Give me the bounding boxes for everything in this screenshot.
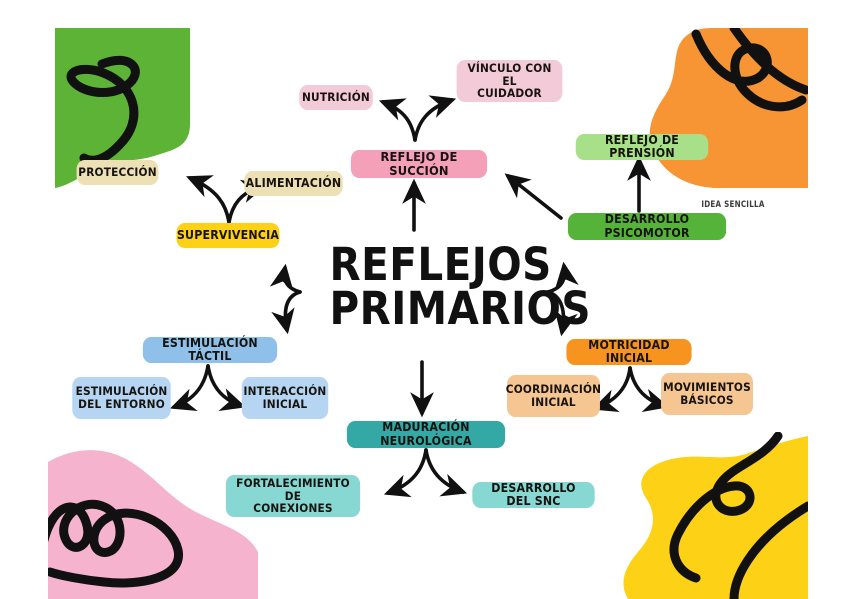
arrow-maduracion-to-fortalecimiento — [383, 448, 428, 498]
arrow-tactil-to-interaccion — [206, 364, 247, 411]
arrow-center-to-tactil — [271, 290, 302, 335]
node-fortalecimiento-de-conexiones[interactable]: FORTALECIMIENTO DE CONEXIONES — [225, 475, 361, 517]
arrow-tactil-to-entorno — [169, 364, 210, 412]
node-desarrollo-del-snc[interactable]: DESARROLLO DEL SNC — [472, 481, 595, 508]
page-title: REFLEJOS PRIMARIOS — [329, 238, 591, 336]
node-reflejo-de-succion[interactable]: REFLEJO DE SUCCIÓN — [350, 150, 488, 178]
idea-sencilla-note: IDEA SENCILLA — [701, 200, 765, 210]
arrow-succion-to-vinculo — [413, 95, 457, 142]
arrow-succion-to-nutricion — [378, 98, 417, 142]
node-vinculo-con-el-cuidador[interactable]: VÍNCULO CON EL CUIDADOR — [456, 60, 563, 102]
node-alimentacion[interactable]: ALIMENTACIÓN — [244, 171, 343, 196]
node-estimulacion-del-entorno[interactable]: ESTIMULACIÓN DEL ENTORNO — [72, 377, 171, 419]
blob-orange-top-right — [649, 28, 808, 188]
arrow-psicomotor-to-succion — [504, 173, 563, 220]
node-reflejo-de-prension[interactable]: REFLEJO DE PRENSIÓN — [575, 133, 709, 160]
arrow-motricidad-to-movimientos — [628, 366, 670, 412]
blob-yellow-bottom-right — [623, 432, 808, 599]
node-movimientos-basicos[interactable]: MOVIMIENTOS BÁSICOS — [661, 373, 753, 415]
node-coordinacion-inicial[interactable]: COORDINACIÓN INICIAL — [506, 375, 601, 417]
node-proteccion[interactable]: PROTECCIÓN — [76, 160, 159, 185]
node-interaccion-inicial[interactable]: INTERACCIÓN INICIAL — [241, 377, 329, 419]
node-nutricion[interactable]: NUTRICIÓN — [299, 85, 373, 110]
node-desarrollo-psicomotor[interactable]: DESARROLLO PSICOMOTOR — [567, 212, 727, 240]
arrow-supervivencia-to-proteccion — [186, 175, 231, 224]
node-estimulacion-tactil[interactable]: ESTIMULACIÓN TÁCTIL — [142, 336, 278, 363]
arrow-maduracion-to-snc — [424, 448, 468, 497]
node-motricidad-inicial[interactable]: MOTRICIDAD INICIAL — [566, 338, 692, 365]
blob-pink-bottom-left — [48, 450, 258, 599]
arrow-center-to-supervivencia — [269, 263, 302, 294]
node-supervivencia[interactable]: SUPERVIVENCIA — [176, 223, 280, 248]
node-maduracion-neurologica[interactable]: MADURACIÓN NEUROLÓGICA — [346, 420, 506, 448]
